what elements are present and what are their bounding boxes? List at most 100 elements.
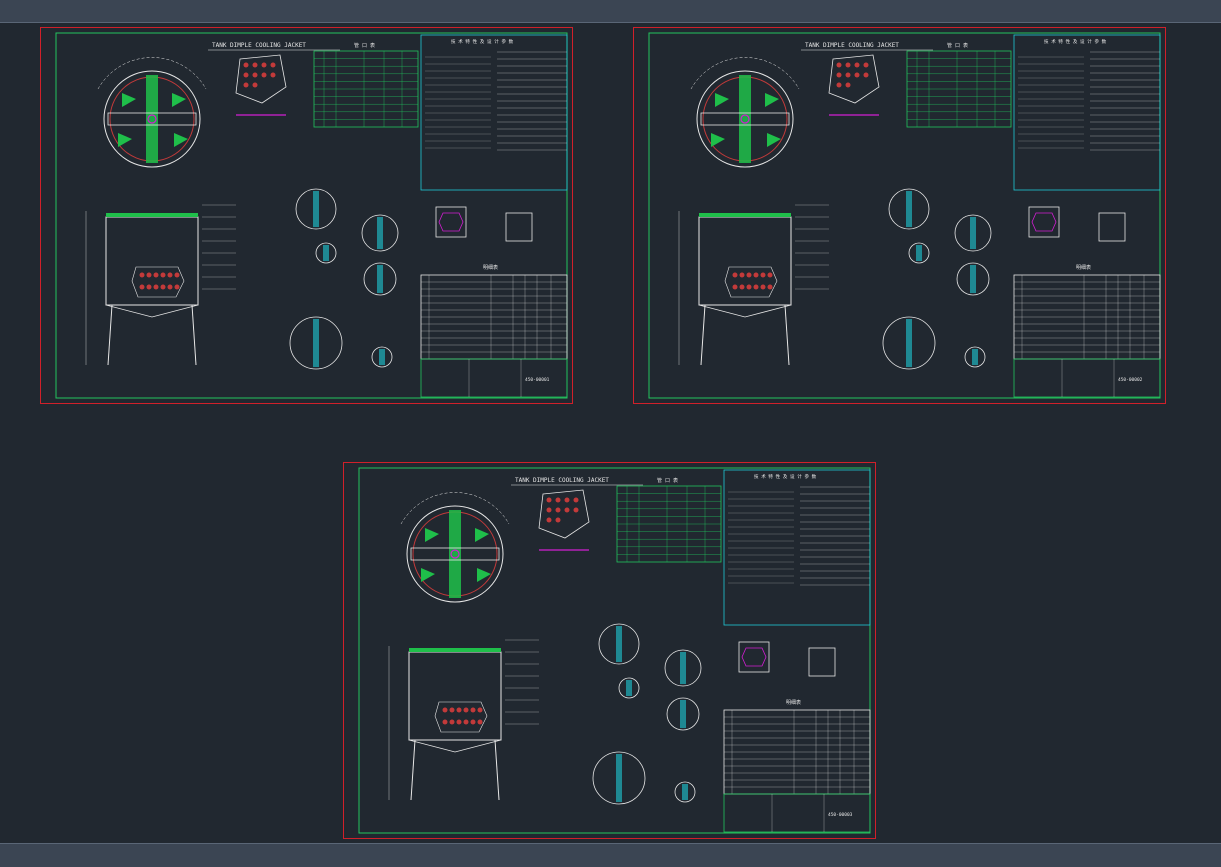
dimple-detail <box>828 54 880 116</box>
detail-section <box>377 217 383 249</box>
baffle-3 <box>767 133 781 147</box>
nut-detail <box>438 212 464 232</box>
dimple-detail <box>538 489 590 551</box>
leg-left <box>700 304 706 366</box>
vessel-shell <box>408 651 502 741</box>
nozzle-table: 管 口 表 <box>313 42 419 128</box>
dimple-dot <box>767 284 773 290</box>
detail-circle <box>592 751 646 805</box>
detail-section <box>682 784 688 800</box>
cone-bottom <box>408 739 502 753</box>
dimple-dot <box>160 284 166 290</box>
drawing-sheet-top-left[interactable]: TANK DIMPLE COOLING JACKET 管 口 表 技 术 特 性 及… <box>40 27 573 404</box>
drawing-frame <box>358 467 871 834</box>
drawing-sheet-top-right[interactable]: TANK DIMPLE COOLING JACKET 管 口 表 技 术 特 性 及… <box>633 27 1166 404</box>
vessel-outline <box>103 70 201 168</box>
drawing-frame <box>55 32 568 399</box>
spec-table-title: 技 术 特 性 及 设 计 参 数 <box>754 473 817 480</box>
dimple-dot <box>270 62 276 68</box>
dimension-arc <box>97 57 207 90</box>
nozzle-table-title: 管 口 表 <box>354 42 375 49</box>
dimple-dot <box>546 517 552 523</box>
dimple-dot <box>243 72 249 78</box>
spec-table-border <box>723 469 871 626</box>
leg-left <box>410 739 416 801</box>
nozzle-table: 管 口 表 <box>906 42 1012 128</box>
support-details <box>1028 206 1126 242</box>
dimple-dot <box>243 62 249 68</box>
leg-right <box>191 304 197 366</box>
dimple-dot <box>845 72 851 78</box>
dimple-dot <box>174 284 180 290</box>
cone-bottom <box>105 304 199 318</box>
detail-section <box>616 754 622 802</box>
dimple-dot <box>836 82 842 88</box>
dimple-dot <box>753 284 759 290</box>
dimple-panel <box>724 266 778 298</box>
center-nozzle <box>450 549 460 559</box>
detail-section <box>970 265 976 293</box>
top-flange <box>699 213 791 217</box>
leg-left <box>107 304 113 366</box>
baffle-2 <box>421 568 435 582</box>
dimple-dot <box>456 719 462 725</box>
elevation-view <box>85 204 236 366</box>
top-flange <box>409 648 501 652</box>
dimension-arc <box>690 57 800 90</box>
agitator-bridge <box>146 75 158 163</box>
sheet-border <box>40 27 573 404</box>
nut-detail <box>741 647 767 667</box>
drawing-title: TANK DIMPLE COOLING JACKET <box>805 42 899 49</box>
detail-section <box>680 700 686 728</box>
dimple-dot <box>746 272 752 278</box>
sheet-border <box>343 462 876 839</box>
sheet-svg: TANK DIMPLE COOLING JACKET 管 口 表 技 术 特 性 及… <box>40 27 573 404</box>
dimple-dot <box>252 72 258 78</box>
dimple-dot <box>261 72 267 78</box>
spec-table: 技 术 特 性 及 设 计 参 数 <box>723 469 871 626</box>
drawing-title: TANK DIMPLE COOLING JACKET <box>212 42 306 49</box>
dimple-dot <box>146 272 152 278</box>
detail-section <box>970 217 976 249</box>
detail-section <box>972 349 978 365</box>
detail-circle <box>888 188 930 230</box>
baffle-0 <box>122 93 136 107</box>
dimple-dot <box>477 719 483 725</box>
vessel-outline <box>406 505 504 603</box>
dimple-dot <box>573 507 579 513</box>
leg-right <box>784 304 790 366</box>
leg-right <box>494 739 500 801</box>
top-toolbar <box>0 0 1221 23</box>
spec-table-title: 技 术 特 性 及 设 计 参 数 <box>451 38 514 45</box>
dimple-dot <box>760 284 766 290</box>
drawing-sheet-bottom[interactable]: TANK DIMPLE COOLING JACKET 管 口 表 技 术 特 性 及… <box>343 462 876 839</box>
dimple-panel <box>131 266 185 298</box>
spec-table-title: 技 术 特 性 及 设 计 参 数 <box>1044 38 1107 45</box>
dimple-dot <box>845 82 851 88</box>
title-block-border <box>420 358 568 398</box>
baffle-2 <box>711 133 725 147</box>
dimple-dot <box>139 284 145 290</box>
bracket-detail <box>808 647 836 677</box>
dimple-dot <box>836 62 842 68</box>
title-block-border <box>1013 358 1161 398</box>
lug-detail <box>738 641 770 673</box>
baffle-0 <box>715 93 729 107</box>
detail-section <box>323 245 329 261</box>
nozzle-table-title: 管 口 表 <box>657 477 678 484</box>
nut-detail <box>1031 212 1057 232</box>
top-view <box>97 57 207 168</box>
detail-section <box>906 191 912 227</box>
status-bar <box>0 843 1221 867</box>
drawing-number: 450-00001 <box>525 377 550 383</box>
dimple-dot <box>836 72 842 78</box>
dimple-detail <box>235 54 287 116</box>
cross-beam <box>107 112 197 126</box>
drawing-title: TANK DIMPLE COOLING JACKET <box>515 477 609 484</box>
detail-circle <box>598 623 640 665</box>
top-view <box>690 57 800 168</box>
bom-title: 明细表 <box>786 699 801 706</box>
baffle-3 <box>174 133 188 147</box>
detail-section <box>313 319 319 367</box>
detail-circle <box>964 346 986 368</box>
